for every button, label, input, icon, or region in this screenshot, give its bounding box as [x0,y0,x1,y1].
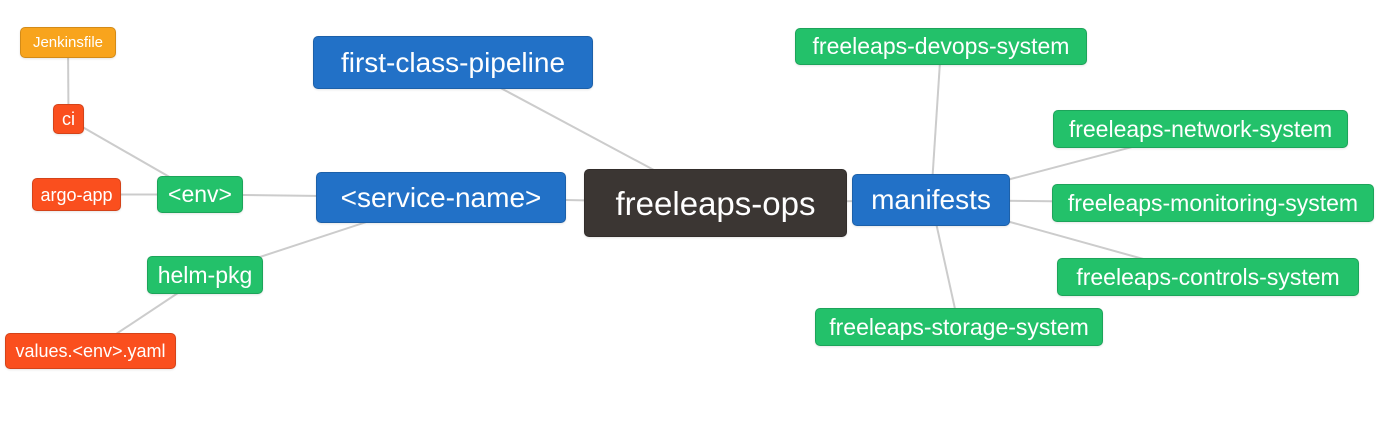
node-first-class-pipeline[interactable]: first-class-pipeline [313,36,593,89]
node-controls-system[interactable]: freeleaps-controls-system [1057,258,1359,296]
node-jenkinsfile[interactable]: Jenkinsfile [20,27,116,58]
node-network-system[interactable]: freeleaps-network-system [1053,110,1348,148]
node-devops-system[interactable]: freeleaps-devops-system [795,28,1087,65]
node-helm-pkg[interactable]: helm-pkg [147,256,263,294]
node-freeleaps-ops[interactable]: freeleaps-ops [584,169,847,237]
node-argo-app[interactable]: argo-app [32,178,121,211]
node-ci[interactable]: ci [53,104,84,134]
node-env[interactable]: <env> [157,176,243,213]
node-manifests[interactable]: manifests [852,174,1010,226]
node-storage-system[interactable]: freeleaps-storage-system [815,308,1103,346]
node-service-name[interactable]: <service-name> [316,172,566,223]
node-values-env-yaml[interactable]: values.<env>.yaml [5,333,176,369]
node-monitoring-system[interactable]: freeleaps-monitoring-system [1052,184,1374,222]
